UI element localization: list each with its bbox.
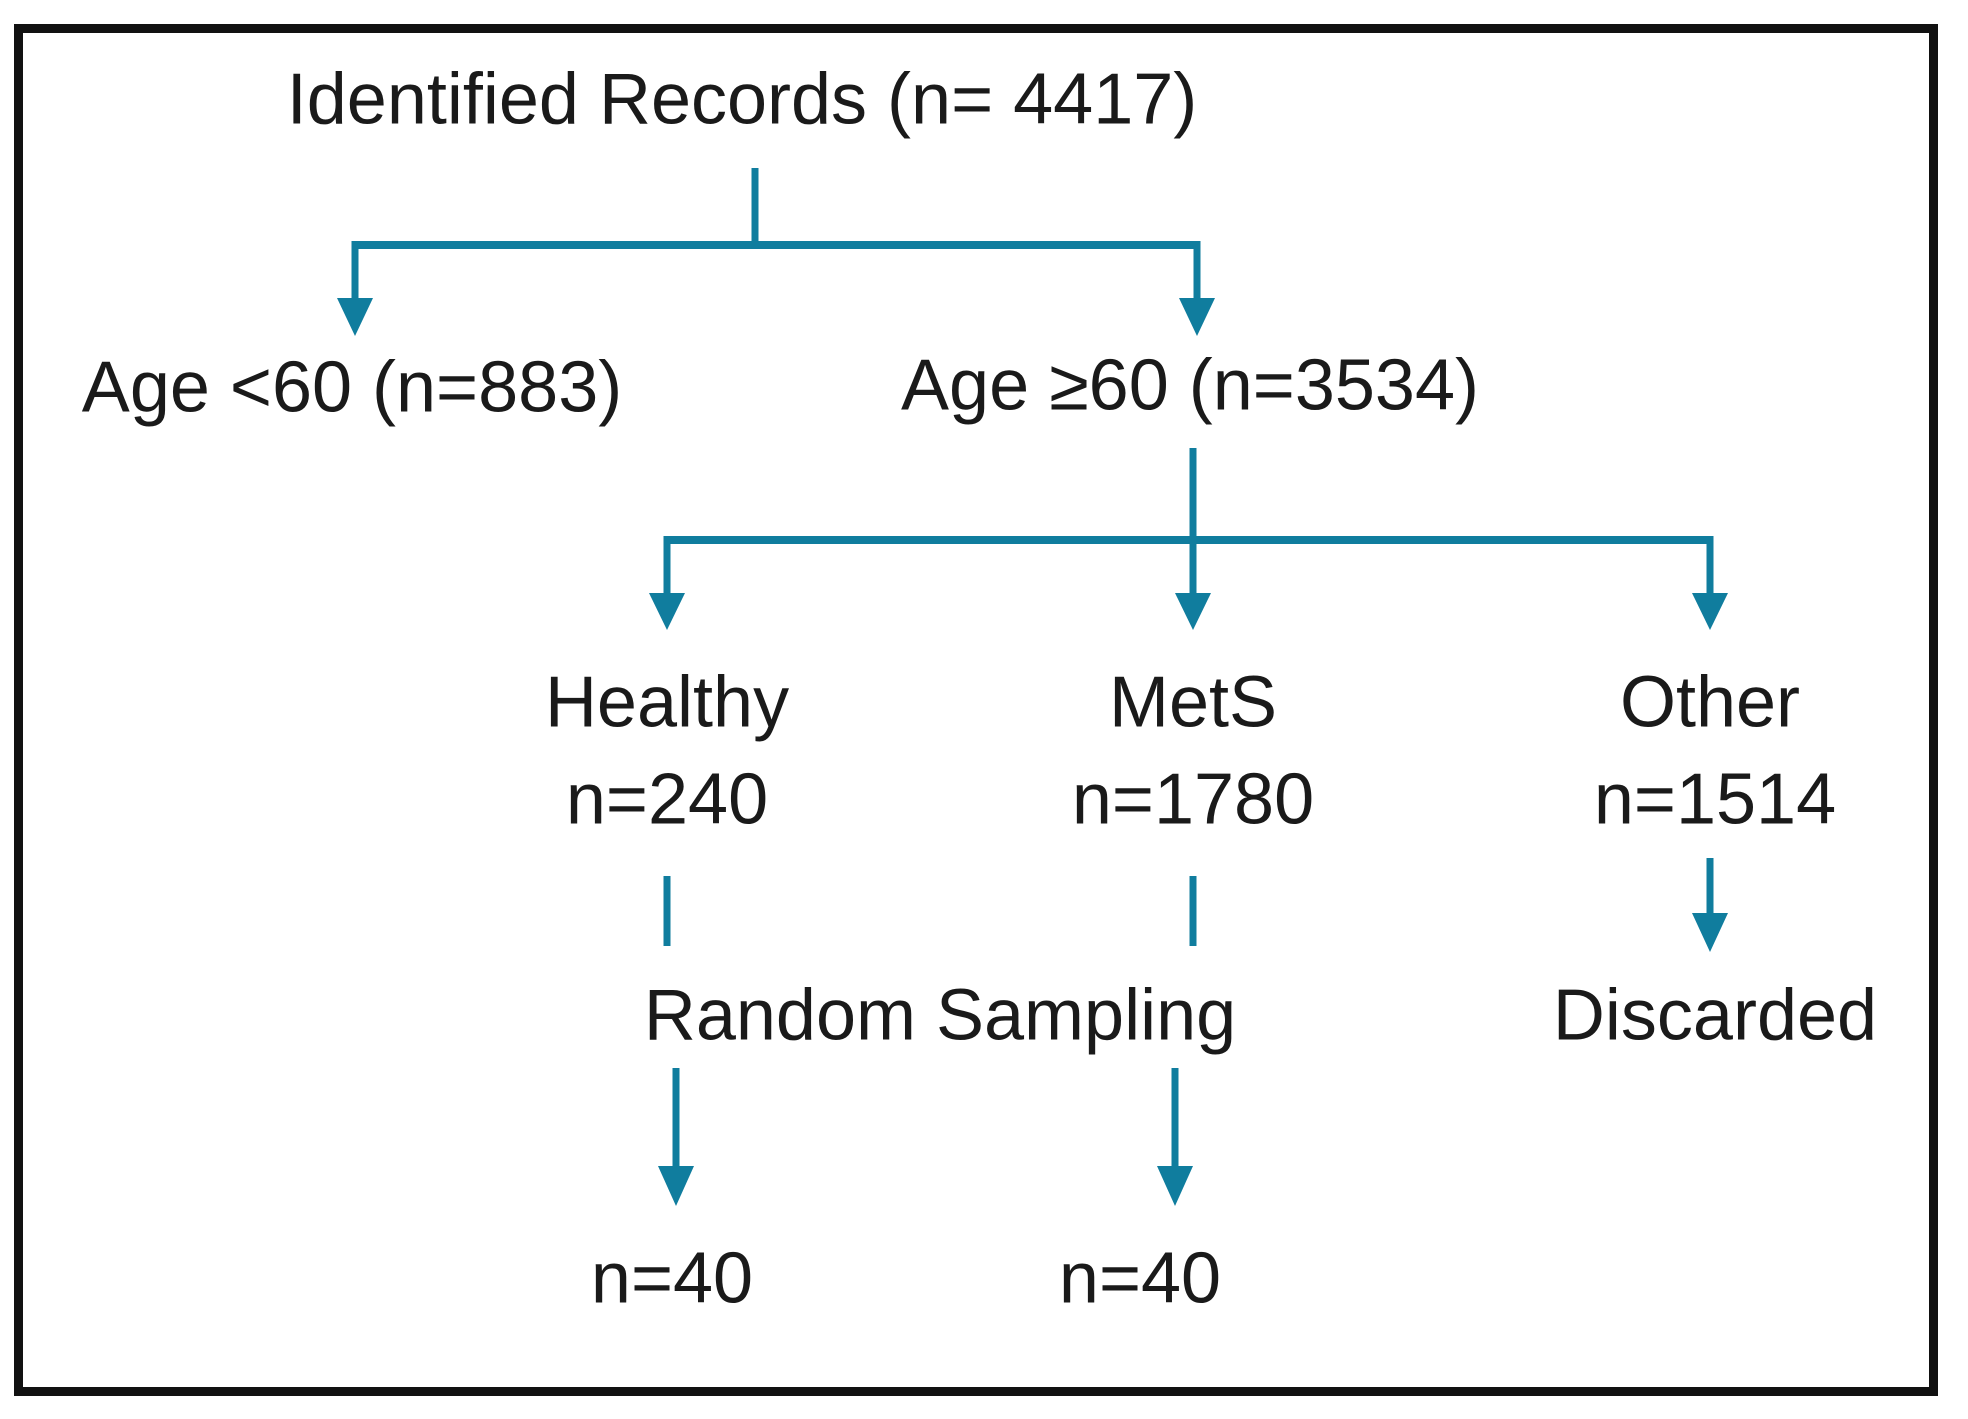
arrow-down-icon (1157, 1166, 1193, 1206)
connector-other-discarded (1692, 858, 1728, 952)
node-mets-sample-count: n=40 (1058, 1238, 1222, 1319)
node-other-count: n=1514 (1593, 759, 1837, 840)
figure-border (14, 24, 1938, 1396)
node-other-label: Other (1619, 662, 1801, 743)
node-healthy-label: Healthy (544, 662, 790, 743)
node-mets-count: n=1780 (1071, 759, 1315, 840)
node-discarded: Discarded (1552, 975, 1878, 1056)
node-age-60-plus: Age ≥60 (n=3534) (901, 345, 1479, 426)
arrow-down-icon (1692, 593, 1728, 630)
connector-age60-split (649, 448, 1728, 630)
node-mets-label: MetS (1108, 662, 1278, 743)
arrow-down-icon (1179, 298, 1215, 336)
arrow-down-icon (1692, 913, 1728, 952)
node-random-sampling: Random Sampling (643, 975, 1237, 1056)
arrow-down-icon (649, 593, 685, 630)
node-healthy-sample-count: n=40 (590, 1238, 754, 1319)
node-age-under-60: Age <60 (n=883) (81, 347, 623, 428)
node-healthy-count: n=240 (565, 759, 769, 840)
arrow-down-icon (337, 298, 373, 336)
connector-sampling-results (658, 1068, 1193, 1206)
connector-root-split (337, 168, 1215, 336)
arrow-down-icon (658, 1166, 694, 1206)
arrow-down-icon (1175, 593, 1211, 630)
connector-to-random-sampling (663, 876, 1197, 946)
node-identified-records: Identified Records (n= 4417) (286, 59, 1198, 140)
